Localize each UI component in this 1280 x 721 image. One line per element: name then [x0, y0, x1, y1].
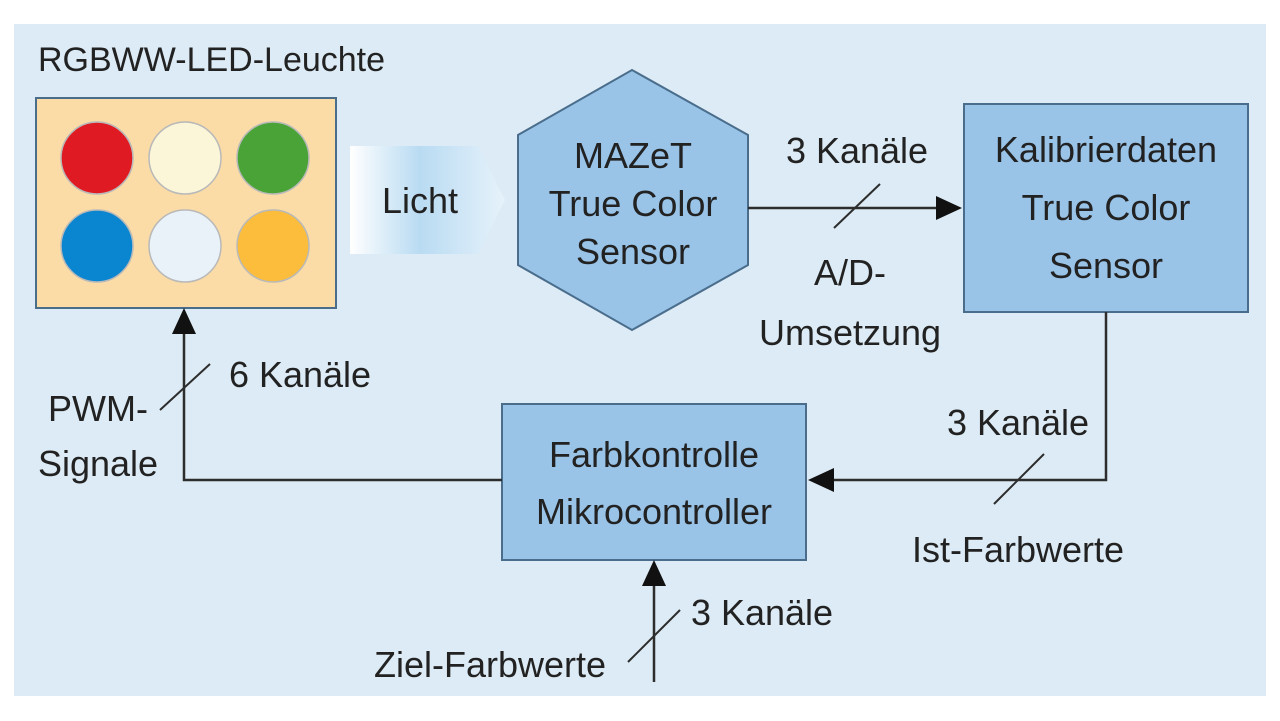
- lamp-title: RGBWW-LED-Leuchte: [38, 41, 385, 79]
- controller-box: [501, 403, 807, 561]
- controller-label-line2: Mikrocontroller: [536, 491, 772, 532]
- sensor-to-calibration-arrow: [748, 183, 962, 229]
- pwm-channels-label: 6 Kanäle: [229, 354, 371, 395]
- calibration-label-line1: Kalibrierdaten: [995, 129, 1217, 170]
- actual-values-label: Ist-Farbwerte: [912, 529, 1124, 570]
- calibration-box: [963, 103, 1249, 313]
- sensor-label-line3: Sensor: [576, 231, 690, 272]
- ad-conversion-line2: Umsetzung: [759, 312, 941, 353]
- calibration-label-line3: Sensor: [1049, 245, 1163, 286]
- pwm-label-line2: Signale: [38, 443, 158, 484]
- sensor-hexagon: [517, 68, 749, 332]
- led-warm-white: [148, 121, 222, 195]
- target-to-controller-arrow: [627, 560, 681, 682]
- sensor-channels-label: 3 Kanäle: [786, 130, 928, 171]
- target-values-label: Ziel-Farbwerte: [374, 644, 606, 685]
- actual-channels-label: 3 Kanäle: [947, 402, 1089, 443]
- ad-conversion-line1: A/D-: [814, 252, 886, 293]
- led-red: [60, 121, 134, 195]
- led-grid: [60, 121, 310, 283]
- channel-slash: [159, 363, 211, 411]
- led-cold-white: [148, 209, 222, 283]
- channel-slash: [627, 609, 681, 663]
- light-arrow: [350, 146, 505, 254]
- channel-slash: [993, 453, 1045, 505]
- led-green: [236, 121, 310, 195]
- calibration-to-controller-arrow: [808, 312, 1108, 505]
- sensor-label-line1: MAZeT: [574, 135, 692, 176]
- sensor-label-line2: True Color: [549, 183, 718, 224]
- controller-to-lamp-arrow: [159, 308, 502, 482]
- channel-slash: [833, 183, 881, 229]
- led-blue: [60, 209, 134, 283]
- calibration-label-line2: True Color: [1022, 187, 1191, 228]
- target-channels-label: 3 Kanäle: [691, 592, 833, 633]
- led-amber: [236, 209, 310, 283]
- light-label: Licht: [382, 180, 458, 221]
- pwm-label-line1: PWM-: [48, 388, 148, 429]
- controller-label-line1: Farbkontrolle: [549, 434, 759, 475]
